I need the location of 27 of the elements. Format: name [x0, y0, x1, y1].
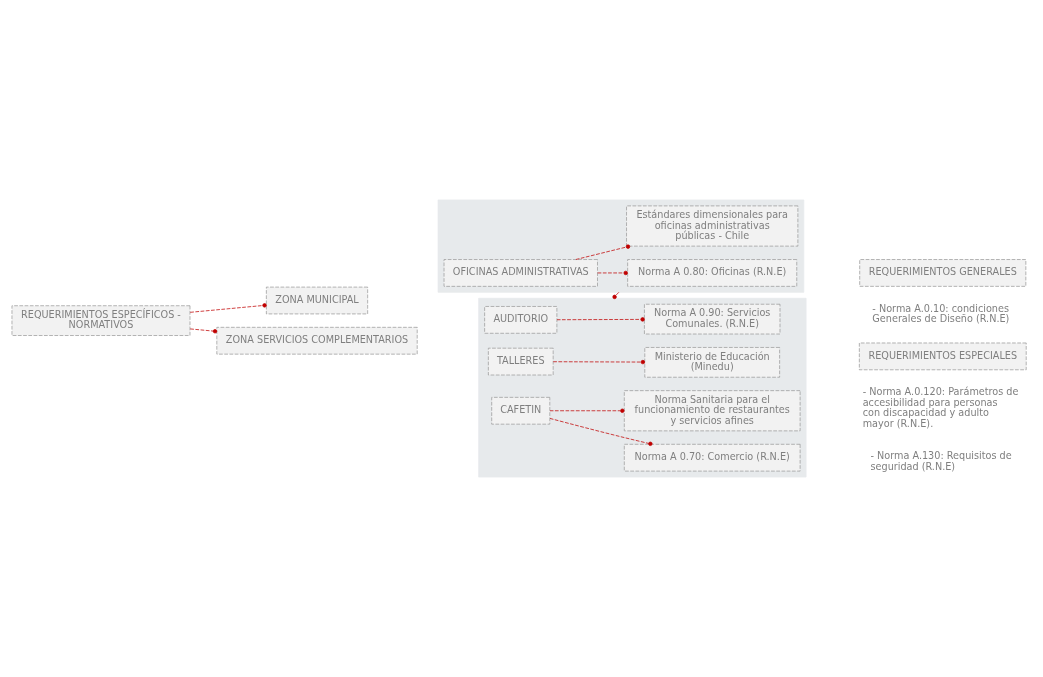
- node-box: ZONA SERVICIOS COMPLEMENTARIOS: [216, 326, 418, 355]
- node-label: - Norma A.130: Requisitos de seguridad (R.N.E): [870, 450, 1012, 472]
- cluster: [437, 199, 805, 293]
- connector: [189, 328, 218, 334]
- cluster: [478, 297, 807, 478]
- node-box: REQUERIMIENTOS GENERALES: [859, 259, 1027, 287]
- connector: [597, 270, 628, 276]
- connector: [552, 359, 646, 365]
- node-box: Norma A 0.90: Servicios Comunales. (R.N.E): [644, 303, 781, 335]
- node-box: Norma A 0.80: Oficinas (R.N.E): [627, 259, 798, 287]
- connector: [549, 408, 625, 413]
- connector: [612, 291, 620, 300]
- node-label: - Norma A.0.10: condiciones Generales de Diseño (R.N.E): [872, 302, 1010, 325]
- node-box: ZONA MUNICIPAL: [266, 286, 369, 315]
- node-label: - Norma A.0.120: Parámetros de accesibilidad para personas con discapacidad y adulto mayor (R.N.E).: [862, 386, 1019, 429]
- node-box: REQUERIMIENTOS ESPECIALES: [858, 342, 1027, 371]
- connector: [549, 418, 653, 446]
- connector: [556, 317, 645, 322]
- connector: [189, 303, 267, 313]
- node-box: Ministerio de Educación (Minedu): [644, 347, 780, 378]
- node-box: TALLERES: [488, 347, 554, 376]
- connector: [575, 244, 631, 260]
- node-box: Norma Sanitaria para el funcionamiento de restaurantes y servicios afines: [623, 390, 801, 432]
- node-box: CAFETIN: [491, 397, 551, 425]
- node-box: AUDITORIO: [484, 306, 558, 334]
- node-box: REQUERIMIENTOS ESPECÍFICOS - NORMATIVOS: [11, 305, 191, 336]
- node-box: OFICINAS ADMINISTRATIVAS: [443, 259, 598, 287]
